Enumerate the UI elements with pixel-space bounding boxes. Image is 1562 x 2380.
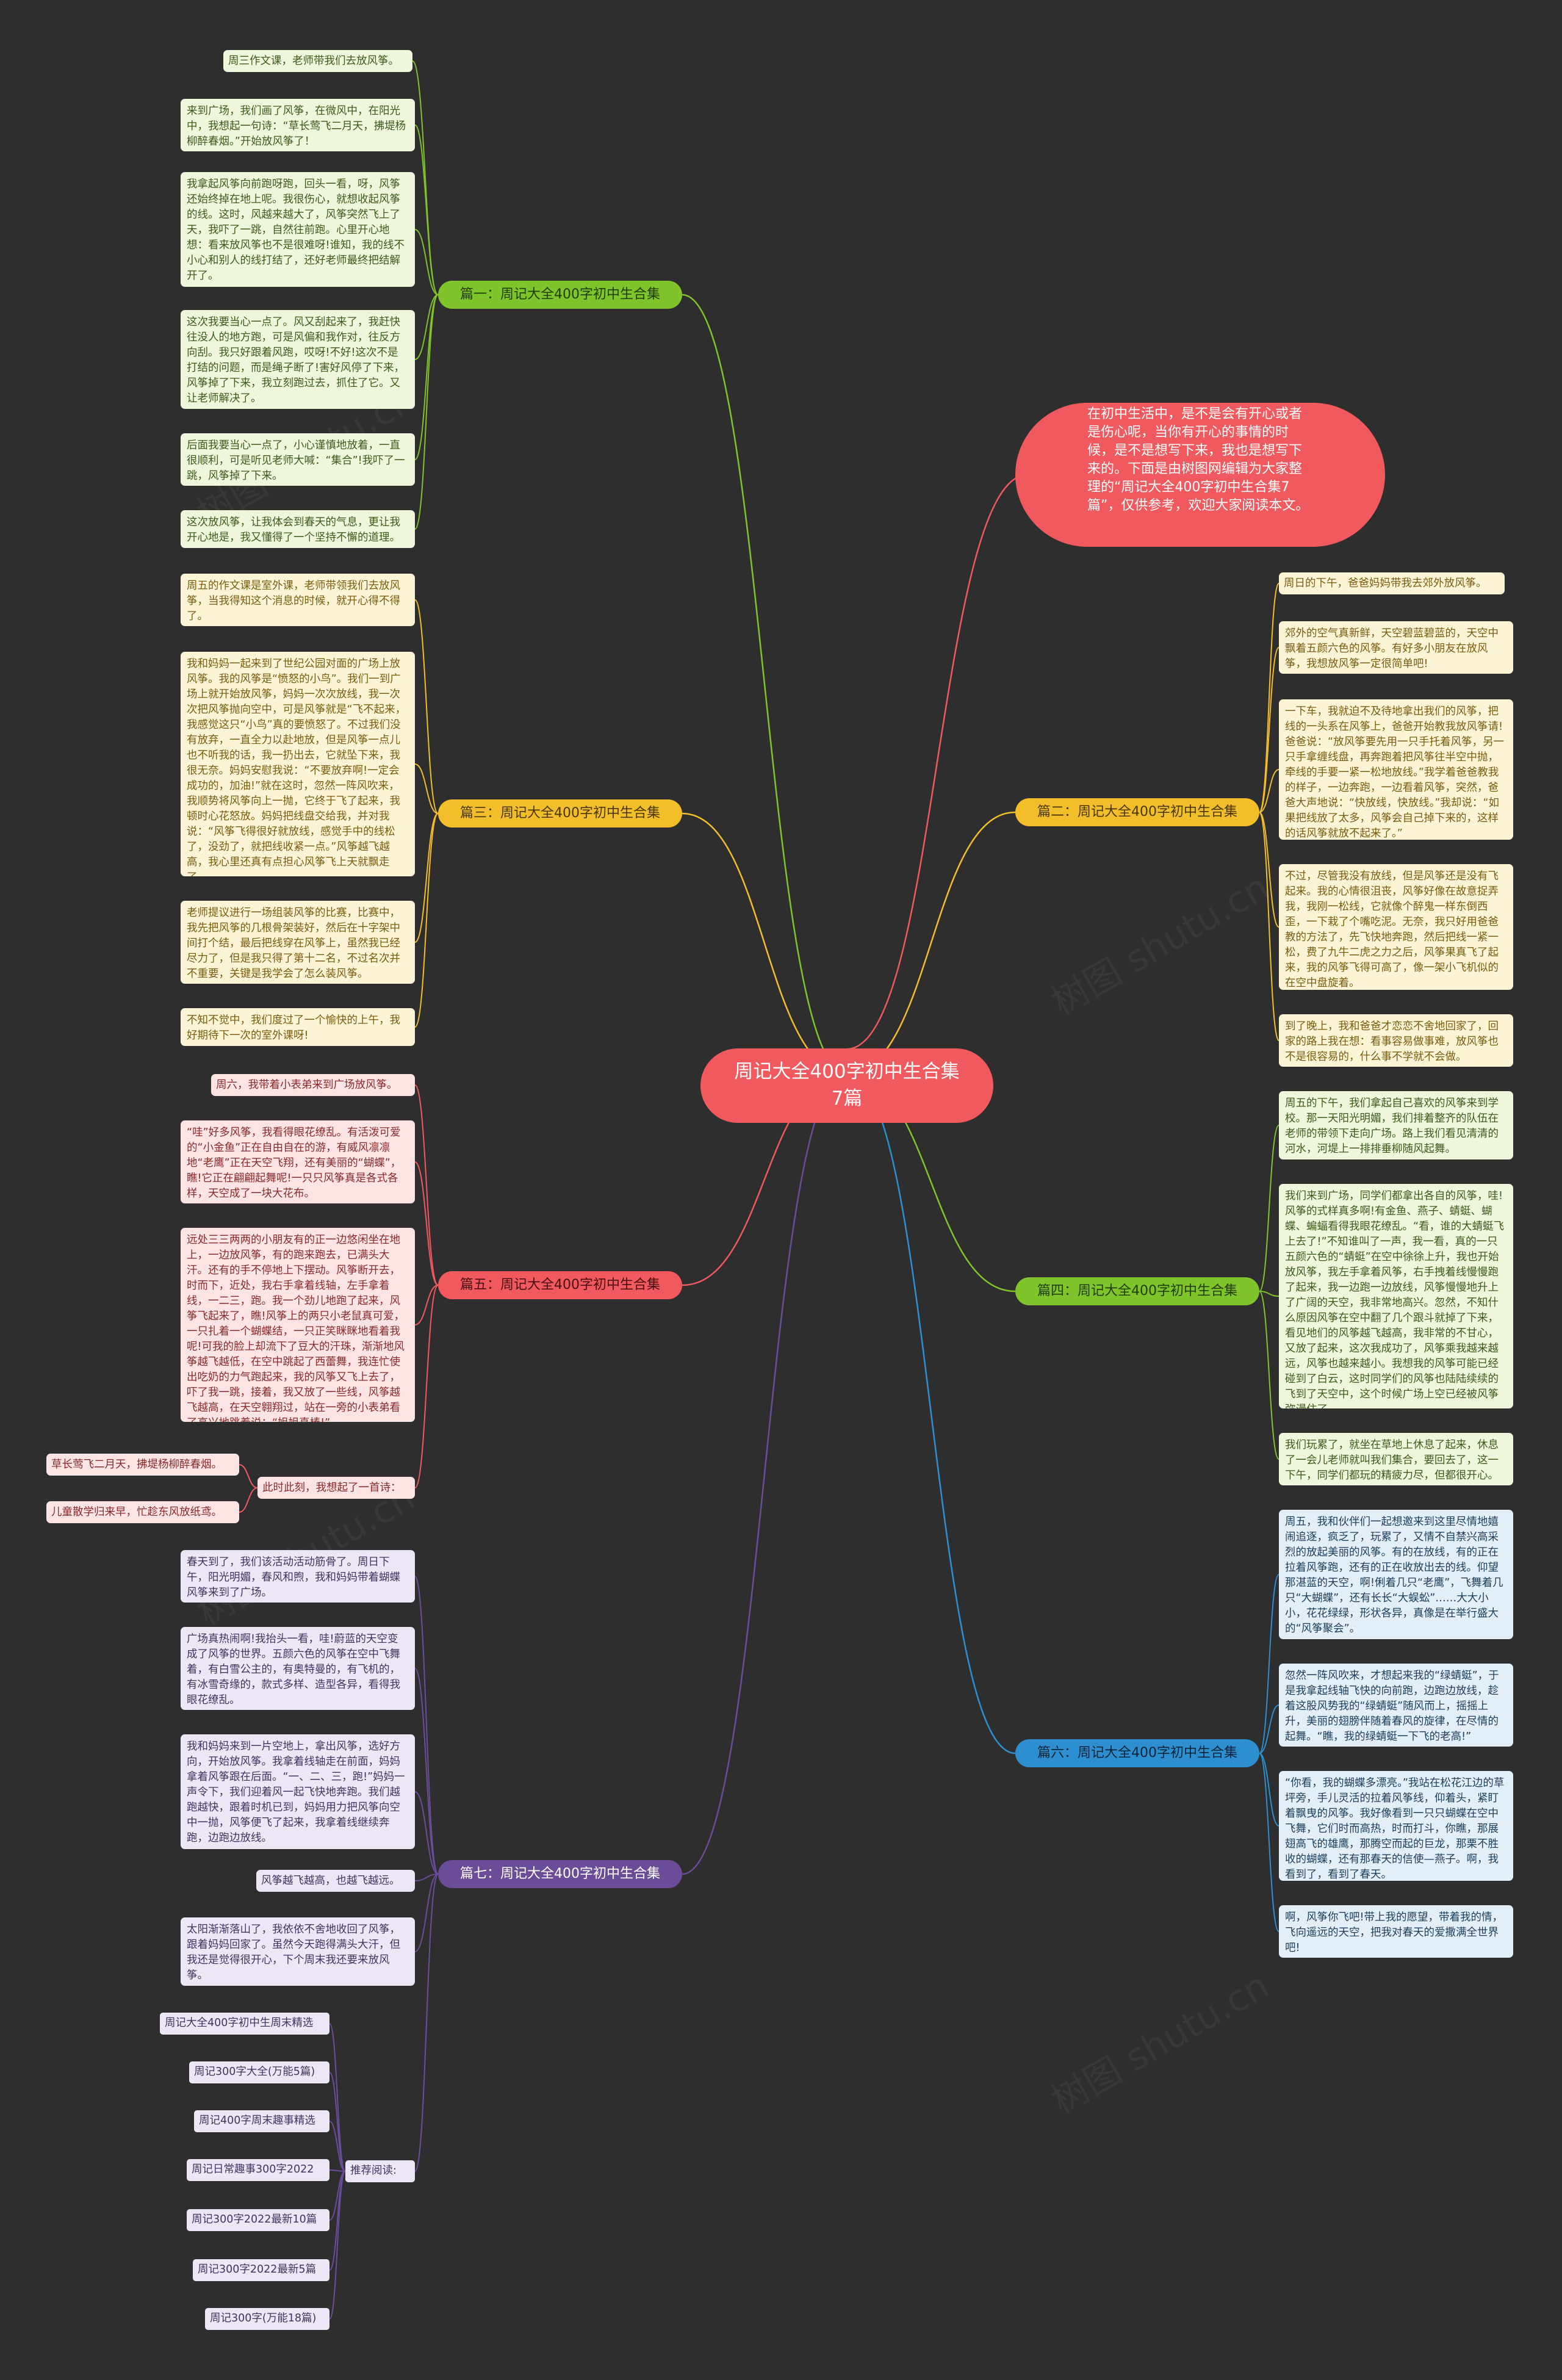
b1-item[interactable]: 后面我要当心一点了，小心谨慎地放着，一直很顺利，可是听见老师大喊：“集合”!我吓… bbox=[181, 433, 415, 486]
link-branch bbox=[682, 812, 848, 1075]
b4-item[interactable]: 我们玩累了，就坐在草地上休息了起来，休息了一会儿老师就叫我们集合，要回去了，这一… bbox=[1279, 1433, 1513, 1485]
b1-item[interactable]: 这次放风筝，让我体会到春天的气息，更让我开心地是，我又懂得了一个坚持不懈的道理。 bbox=[181, 510, 415, 548]
recommend-label: 推荐阅读: bbox=[345, 2160, 415, 2182]
recommend-link[interactable]: 周记300字(万能18篇) bbox=[205, 2308, 329, 2330]
b3-item[interactable]: 我和妈妈一起来到了世纪公园对面的广场上放风筝。我的风筝是“愤怒的小鸟”。我们一到… bbox=[181, 652, 415, 876]
branch-6[interactable]: 篇六：周记大全400字初中生合集 bbox=[1015, 1739, 1259, 1767]
b2-item[interactable]: 郊外的空气真新鲜，天空碧蓝碧蓝的，天空中飘着五颜六色的风筝。有好多小朋友在放风筝… bbox=[1279, 621, 1513, 674]
link-leaf bbox=[1259, 1291, 1279, 1460]
b5-poem-line[interactable]: 儿童散学归来早，忙趁东风放纸鸢。 bbox=[46, 1501, 239, 1523]
link-leaf bbox=[1259, 812, 1279, 928]
branch-2[interactable]: 篇二：周记大全400字初中生合集 bbox=[1015, 798, 1259, 826]
link-leaf bbox=[414, 1084, 439, 1286]
link-leaf bbox=[412, 60, 439, 295]
link-leaf bbox=[414, 1285, 439, 1488]
link-intro bbox=[846, 474, 1028, 1050]
recommend-link[interactable]: 周记400字周末趣事精选 bbox=[194, 2110, 329, 2132]
recommend-link[interactable]: 周记日常趣事300字2022 bbox=[187, 2159, 329, 2181]
link-leaf bbox=[414, 1285, 439, 1325]
link-leaf bbox=[1259, 812, 1279, 1041]
link-leaf bbox=[414, 813, 439, 1028]
b7-item[interactable]: 我和妈妈来到一片空地上，拿出风筝，选好方向，开始放风筝。我拿着线轴走在前面，妈妈… bbox=[181, 1734, 415, 1849]
link-branch bbox=[682, 294, 848, 1075]
link-leaf bbox=[414, 1873, 439, 1952]
link-leaf bbox=[414, 763, 439, 814]
link-leaf bbox=[1259, 769, 1279, 813]
b4-item[interactable]: 我们来到广场，同学们都拿出各自的风筝，哇!风筝的式样真多啊!有金鱼、燕子、蜻蜓、… bbox=[1279, 1184, 1513, 1408]
link-poem bbox=[239, 1487, 258, 1513]
b1-item[interactable]: 这次我要当心一点了。风又刮起来了，我赶快往没人的地方跑，可是风偏和我作对，往反方… bbox=[181, 310, 415, 409]
link-leaf bbox=[414, 1873, 439, 1881]
b5-item[interactable]: 远处三三两两的小朋友有的正一边悠闲坐在地上，一边放风筝，有的跑来跑去，已满头大汗… bbox=[181, 1228, 415, 1422]
link-leaf bbox=[1259, 1291, 1279, 1297]
b2-item[interactable]: 不过，尽管我没有放线，但是风筝还是没有飞起来。我的心情很沮丧，风筝好像在故意捉弄… bbox=[1279, 864, 1513, 990]
b6-item[interactable]: “你看，我的蝴蝶多漂亮。”我站在松花江边的草坪旁，手儿灵活的拉着风筝线，仰着头，… bbox=[1279, 1771, 1513, 1881]
recommend-link[interactable]: 周记300字2022最新10篇 bbox=[187, 2209, 329, 2231]
link-branch bbox=[846, 1072, 1016, 1754]
link-leaf bbox=[1259, 647, 1279, 813]
link-leaf bbox=[414, 294, 439, 460]
branch-1[interactable]: 篇一：周记大全400字初中生合集 bbox=[438, 281, 682, 309]
b4-item[interactable]: 周五的下午，我们拿起自己喜欢的风筝来到学校。那一天阳光明媚，我们排着整齐的队伍在… bbox=[1279, 1091, 1513, 1159]
link-leaf bbox=[1259, 1753, 1279, 1826]
link-rec bbox=[329, 2121, 346, 2172]
b7-item[interactable]: 太阳渐渐落山了，我依依不舍地收回了风筝，跟着妈妈回家了。虽然今天跑得满头大汗，但… bbox=[181, 1917, 415, 1986]
link-leaf bbox=[414, 813, 439, 943]
b3-item[interactable]: 周五的作文课是室外课，老师带领我们去放风筝，当我得知这个消息的时候，就开心得不得… bbox=[181, 574, 415, 626]
link-leaf bbox=[414, 1791, 439, 1875]
recommend-link[interactable]: 周记大全400字初中生周末精选 bbox=[160, 2013, 329, 2035]
b2-item[interactable]: 周日的下午，爸爸妈妈带我去郊外放风筝。 bbox=[1279, 572, 1505, 594]
link-leaf bbox=[414, 599, 439, 814]
b5-item[interactable]: 此时此刻，我想起了一首诗： bbox=[257, 1477, 415, 1499]
branch-3[interactable]: 篇三：周记大全400字初中生合集 bbox=[438, 799, 682, 828]
link-branch bbox=[846, 811, 1016, 1075]
b7-item[interactable]: 春天到了，我们该活动活动筋骨了。周日下午，阳光明媚，春风和煦，我和妈妈带着蝴蝶风… bbox=[181, 1550, 415, 1603]
b5-poem-line[interactable]: 草长莺飞二月天，拂堤杨柳醉春烟。 bbox=[46, 1454, 239, 1476]
link-leaf bbox=[414, 294, 439, 530]
link-leaf bbox=[1259, 1125, 1279, 1292]
link-branch bbox=[682, 1072, 848, 1875]
link-leaf bbox=[1259, 583, 1279, 813]
b5-item[interactable]: 周六，我带着小表弟来到广场放风筝。 bbox=[211, 1074, 415, 1096]
b7-item[interactable]: 广场真热闹啊!我抬头一看，哇!蔚蓝的天空变成了风筝的世界。五颜六色的风筝在空中飞… bbox=[181, 1627, 415, 1710]
branch-7[interactable]: 篇七：周记大全400字初中生合集 bbox=[438, 1860, 682, 1888]
b7-item[interactable]: 风筝越飞越高，也越飞越远。 bbox=[256, 1870, 415, 1892]
b1-item[interactable]: 周三作文课，老师带我们去放风筝。 bbox=[223, 50, 412, 72]
branch-5[interactable]: 篇五：周记大全400字初中生合集 bbox=[438, 1271, 682, 1299]
recommend-link[interactable]: 周记300字2022最新5篇 bbox=[193, 2259, 329, 2281]
b2-item[interactable]: 一下车，我就迫不及待地拿出我们的风筝，把线的一头系在风筝上，爸爸开始教我放风筝请… bbox=[1279, 699, 1513, 840]
link-leaf bbox=[414, 1873, 439, 2172]
b6-item[interactable]: 周五，我和伙伴们一起想邀来到这里尽情地嬉闹追逐，疯乏了，玩累了，又情不自禁兴高采… bbox=[1279, 1510, 1513, 1639]
b6-item[interactable]: 忽然一阵风吹来，才想起来我的“绿蜻蜓”，于是我拿起线轴飞快的向前跑，边跑边放线，… bbox=[1279, 1664, 1513, 1747]
link-rec bbox=[329, 2169, 346, 2172]
intro-text: 在初中生活中，是不是会有开心或者是伤心呢，当你有开心的事情的时候，是不是想写下来… bbox=[1087, 406, 1309, 513]
link-leaf bbox=[414, 1161, 439, 1286]
b2-item[interactable]: 到了晚上，我和爸爸才恋恋不舍地回家了，回家的路上我在想：看事容易做事难，放风筝也… bbox=[1279, 1014, 1513, 1067]
b1-item[interactable]: 来到广场，我们画了风筝，在微风中，在阳光中，我想起一句诗：“草长莺飞二月天，拂堤… bbox=[181, 99, 415, 151]
b3-item[interactable]: 不知不觉中，我们度过了一个愉快的上午，我好期待下一次的室外课呀! bbox=[181, 1008, 415, 1046]
link-leaf bbox=[414, 294, 439, 360]
intro-bubble[interactable]: 在初中生活中，是不是会有开心或者是伤心呢，当你有开心的事情的时候，是不是想写下来… bbox=[1015, 403, 1385, 547]
link-poem bbox=[239, 1464, 258, 1488]
b5-item[interactable]: “哇”好多风筝，我看得眼花缭乱。有活泼可爱的“小金鱼”正在自由自在的游，有威风凛… bbox=[181, 1120, 415, 1203]
link-leaf bbox=[1259, 1704, 1279, 1754]
link-leaf bbox=[414, 229, 439, 295]
b3-item[interactable]: 老师提议进行一场组装风筝的比赛，比赛中，我先把风筝的几根骨架装好，然后在十字架中… bbox=[181, 901, 415, 984]
link-leaf bbox=[414, 124, 439, 295]
b6-item[interactable]: 啊，风筝你飞吧!带上我的愿望，带着我的情，飞向遥远的天空，把我对春天的爱撒满全世… bbox=[1279, 1905, 1513, 1958]
link-rec bbox=[329, 2171, 346, 2320]
branch-4[interactable]: 篇四：周记大全400字初中生合集 bbox=[1015, 1277, 1259, 1305]
link-leaf bbox=[414, 1668, 439, 1875]
link-rec bbox=[329, 2072, 346, 2172]
recommend-link[interactable]: 周记300字大全(万能5篇) bbox=[189, 2061, 329, 2083]
link-leaf bbox=[1259, 1753, 1279, 1932]
link-leaf bbox=[1259, 1574, 1279, 1754]
link-rec bbox=[329, 2171, 346, 2221]
central-topic[interactable]: 周记大全400字初中生合集7篇 bbox=[700, 1048, 993, 1123]
link-leaf bbox=[414, 1576, 439, 1875]
b1-item[interactable]: 我拿起风筝向前跑呀跑，回头一看，呀，风筝还始终掉在地上呢。我很伤心，就想收起风筝… bbox=[181, 172, 415, 287]
